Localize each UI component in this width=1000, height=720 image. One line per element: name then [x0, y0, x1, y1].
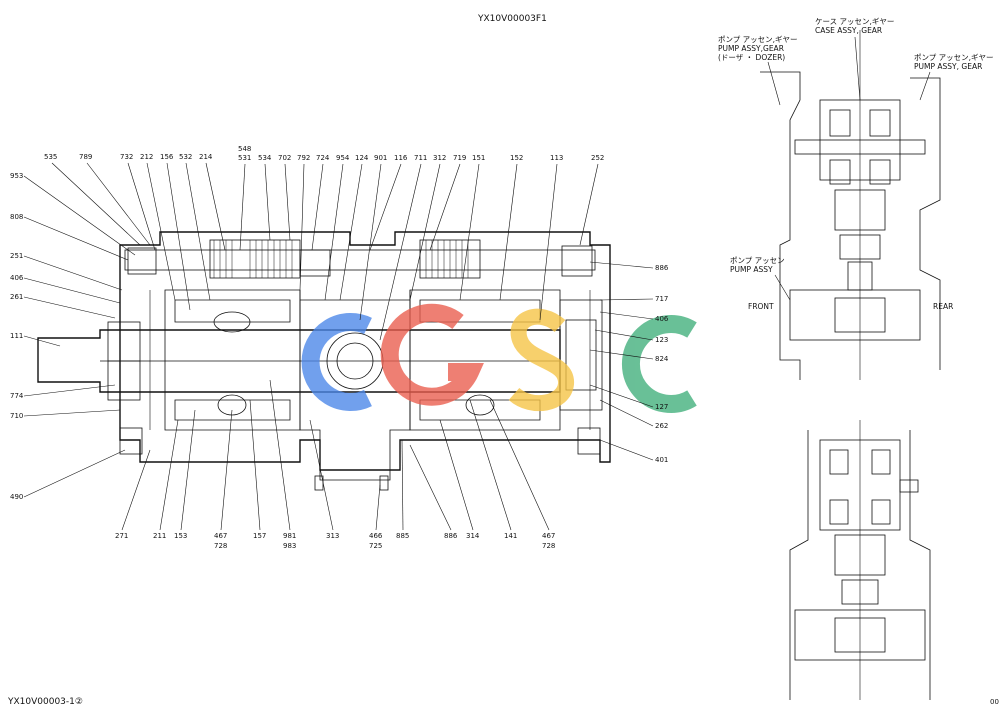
- callout-717: 717: [655, 295, 668, 303]
- callout-532: 532: [179, 153, 192, 161]
- callout-314: 314: [466, 532, 480, 540]
- label-pump-gear-en: PUMP ASSY, GEAR: [914, 62, 982, 71]
- callout-261: 261: [10, 293, 23, 301]
- callout-466: 466: [369, 532, 383, 540]
- callouts-left: 953 808 251 406 261 111 774 710 490: [10, 172, 24, 501]
- callout-531: 531: [238, 154, 251, 162]
- callout-123: 123: [655, 336, 668, 344]
- callout-886-r: 886: [655, 264, 669, 272]
- callout-983: 983: [283, 542, 296, 550]
- label-pump-gear-dozer-sub: (ドーザ ・ DOZER): [718, 53, 785, 62]
- callout-535: 535: [44, 153, 57, 161]
- callout-214: 214: [199, 153, 213, 161]
- callout-724: 724: [316, 154, 330, 162]
- callout-262: 262: [655, 422, 668, 430]
- callouts-top: 535 789 732 212 156 532 214 548 531 534 …: [44, 145, 604, 162]
- page-mark: 00: [990, 698, 999, 706]
- callout-124: 124: [355, 154, 369, 162]
- callout-728: 728: [214, 542, 227, 550]
- callout-312: 312: [433, 154, 446, 162]
- callout-113: 113: [550, 154, 563, 162]
- upper-gear-right: [419, 239, 481, 279]
- callout-211: 211: [153, 532, 166, 540]
- label-pump-gear-jp: ポンプ アッセン,ギヤー: [914, 53, 994, 62]
- callout-808: 808: [10, 213, 23, 221]
- leader-lines-bottom: [121, 379, 550, 531]
- callout-406-r: 406: [655, 315, 669, 323]
- drawing-code-top: YX10V00003F1: [477, 14, 547, 24]
- leader-lines-right: [589, 261, 654, 461]
- side-assembly-lower: [789, 420, 931, 700]
- side-assembly-upper: [760, 30, 941, 380]
- callout-774: 774: [10, 392, 24, 400]
- callout-313: 313: [326, 532, 339, 540]
- callout-111: 111: [10, 332, 23, 340]
- callout-725: 725: [369, 542, 382, 550]
- callout-271: 271: [115, 532, 128, 540]
- leader-lines-top: [51, 162, 599, 341]
- side-labels: ポンプ アッセン,ギヤー PUMP ASSY,GEAR (ドーザ ・ DOZER…: [718, 17, 994, 311]
- label-rear: REAR: [933, 302, 953, 311]
- callout-719: 719: [453, 154, 466, 162]
- callout-548: 548: [238, 145, 251, 153]
- callout-981: 981: [283, 532, 296, 540]
- label-pump-assy-jp: ポンプ アッセン: [730, 256, 785, 265]
- callout-157: 157: [253, 532, 266, 540]
- callout-728-b: 728: [542, 542, 555, 550]
- label-pump-assy-en: PUMP ASSY: [730, 265, 773, 274]
- callout-885: 885: [396, 532, 409, 540]
- callout-116: 116: [394, 154, 408, 162]
- label-front: FRONT: [748, 302, 774, 311]
- label-case-gear-en: CASE ASSY, GEAR: [815, 26, 882, 35]
- callout-789: 789: [79, 153, 92, 161]
- callout-212: 212: [140, 153, 153, 161]
- upper-gear-shaft: [124, 249, 596, 271]
- callout-252: 252: [591, 154, 604, 162]
- callout-824: 824: [655, 355, 669, 363]
- callout-251: 251: [10, 252, 23, 260]
- callout-467-b: 467: [542, 532, 555, 540]
- callout-954: 954: [336, 154, 350, 162]
- callout-152: 152: [510, 154, 523, 162]
- callout-702: 702: [278, 154, 291, 162]
- callout-901: 901: [374, 154, 387, 162]
- label-pump-gear-dozer-en: PUMP ASSY,GEAR: [718, 44, 784, 53]
- leader-lines-left: [23, 175, 136, 498]
- callout-156: 156: [160, 153, 174, 161]
- callout-792: 792: [297, 154, 310, 162]
- callout-127: 127: [655, 403, 668, 411]
- label-pump-gear-dozer-jp: ポンプ アッセン,ギヤー: [718, 35, 798, 44]
- callout-151: 151: [472, 154, 485, 162]
- callout-141: 141: [504, 532, 517, 540]
- callout-534: 534: [258, 154, 272, 162]
- upper-gear-left: [209, 239, 301, 279]
- callouts-bottom: 271 211 153 467 728 157 981 983 313 466 …: [115, 532, 555, 550]
- callout-490: 490: [10, 493, 23, 501]
- label-case-gear-jp: ケース アッセン,ギヤー: [815, 17, 894, 26]
- callout-401: 401: [655, 456, 668, 464]
- callout-710: 710: [10, 412, 23, 420]
- watermark-logo: [301, 303, 697, 413]
- callout-153: 153: [174, 532, 187, 540]
- main-pump-section: [37, 231, 611, 491]
- drawing-code-bottom: YX10V00003-1②: [7, 697, 83, 707]
- callout-732: 732: [120, 153, 133, 161]
- callout-406: 406: [10, 274, 24, 282]
- callout-467: 467: [214, 532, 227, 540]
- callout-886-b: 886: [444, 532, 458, 540]
- callout-953: 953: [10, 172, 23, 180]
- callout-711: 711: [414, 154, 427, 162]
- callouts-right: 886 717 406 123 824 127 262 401: [655, 264, 669, 464]
